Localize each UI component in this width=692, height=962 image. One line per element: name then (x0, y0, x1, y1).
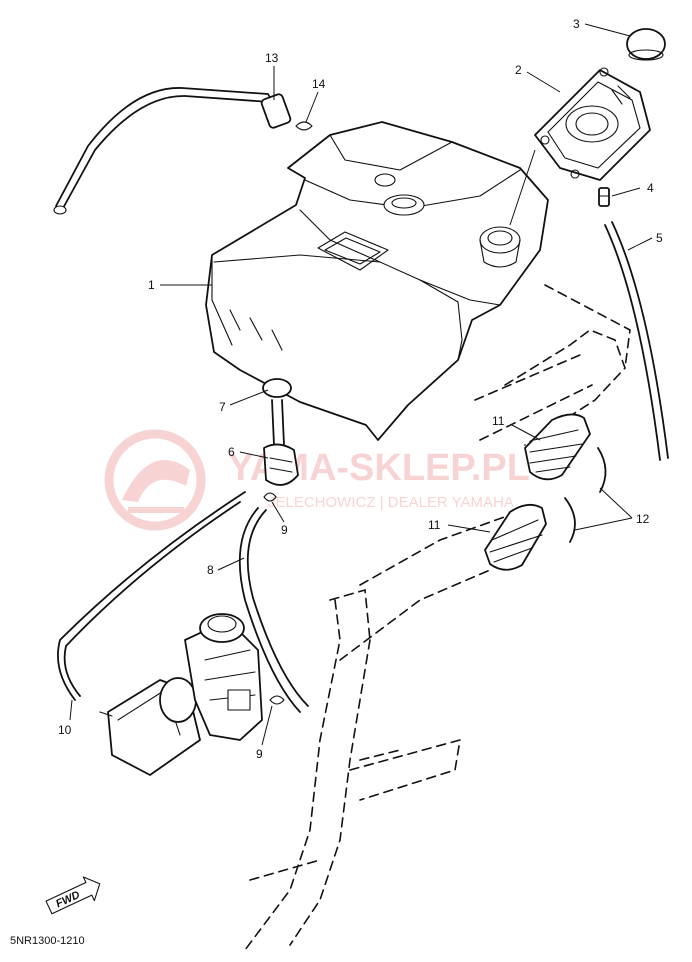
callout-7: 7 (219, 400, 226, 414)
callout-9a: 9 (281, 523, 288, 537)
rubber-boot-lower (484, 503, 547, 571)
callout-11a: 11 (492, 414, 505, 428)
callout-4: 4 (647, 181, 654, 195)
callout-2: 2 (515, 63, 522, 77)
hose-clip-top (295, 121, 313, 131)
callout-13: 13 (265, 51, 279, 65)
fuel-cock (262, 378, 299, 486)
callout-14: 14 (312, 77, 326, 91)
hose-band-lower (564, 497, 576, 543)
clip-9a (263, 492, 277, 502)
fuel-pipe-10 (57, 491, 246, 701)
callout-11b: 11 (428, 518, 441, 532)
watermark: YAMA-SKLEP.PL JELECHOWICZ | DEALER YAMAH… (104, 429, 530, 531)
carburetor (99, 613, 263, 776)
callout-3: 3 (573, 17, 580, 31)
clip-9b (269, 695, 285, 705)
frame (244, 284, 631, 951)
filler-cover (534, 67, 651, 181)
diagram-code: 5NR1300-1210 (10, 935, 85, 947)
callout-8: 8 (207, 563, 214, 577)
callout-5: 5 (656, 231, 663, 245)
fwd-indicator: FWD (45, 876, 101, 915)
fuel-tank (205, 121, 549, 441)
callout-12: 12 (636, 512, 650, 526)
callout-10: 10 (58, 723, 72, 737)
callout-9b: 9 (256, 747, 263, 761)
leader-lines (69, 23, 653, 746)
rubber-boot-upper (524, 413, 591, 481)
callout-labels: 1 2 3 4 5 6 7 8 9 9 10 11 11 12 13 14 (58, 17, 663, 761)
top-hose (61, 95, 283, 211)
fuel-pipe-8 (238, 507, 301, 713)
callout-1: 1 (148, 278, 155, 292)
watermark-subtitle: JELECHOWICZ | DEALER YAMAHA (268, 494, 514, 511)
breather-nipple (598, 187, 610, 207)
fwd-label: FWD (54, 889, 82, 910)
tank-cap (626, 28, 666, 61)
breather-hose (604, 224, 661, 461)
hose-band-upper (597, 447, 607, 493)
watermark-logo (104, 429, 206, 531)
callout-6: 6 (228, 445, 235, 459)
